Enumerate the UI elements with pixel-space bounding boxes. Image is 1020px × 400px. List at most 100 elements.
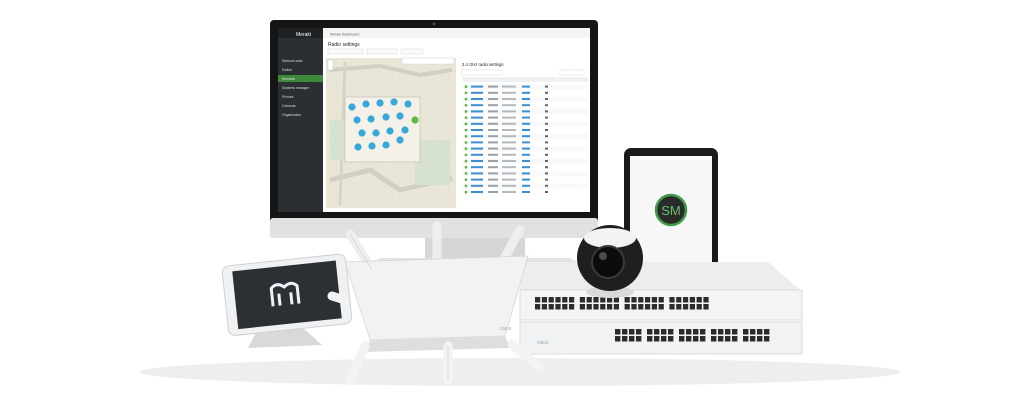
ap-marker[interactable] [368,142,376,150]
ap-marker[interactable] [396,112,404,120]
sidebar-item[interactable]: Phones [282,95,294,99]
filter-select[interactable] [366,48,398,55]
ap-brand: cisco [500,326,512,332]
switch-port [613,297,619,303]
sidebar-item[interactable]: Wireless [282,77,295,81]
sidebar-item[interactable]: Cameras [282,104,296,108]
ap-markers [348,98,419,151]
switch-port [711,329,717,335]
table-row[interactable] [462,146,588,152]
table-row[interactable] [462,170,588,177]
switch-port [711,336,717,342]
switch-port [703,297,709,303]
ap-marker[interactable] [367,115,375,123]
map-button[interactable] [401,57,455,65]
switch-port [615,336,621,342]
ap-marker[interactable] [353,116,361,124]
ap-marker[interactable] [404,100,412,108]
switch-port [555,304,561,310]
ap-marker[interactable] [348,103,356,111]
ap-marker[interactable] [382,113,390,121]
ap-marker[interactable] [362,100,370,108]
table-row[interactable] [462,152,588,158]
table-row[interactable] [462,158,588,164]
switch-port [693,329,699,335]
ap-marker[interactable] [401,126,409,134]
sidebar-item[interactable]: Network-wide [282,59,303,63]
table-row[interactable] [462,108,588,115]
switch-port [548,297,554,303]
ap-marker[interactable] [376,99,384,107]
table-row[interactable] [462,139,588,146]
ap-marker[interactable] [390,98,398,106]
zoom-control[interactable] [327,59,334,71]
switch-port [613,304,619,310]
ap-marker[interactable] [411,116,419,124]
status-icon [464,178,468,182]
table-row[interactable] [462,115,588,121]
monitor: Meraki Meraki Dashboard Network-wideSwit… [270,20,598,238]
mx-icon [269,281,301,307]
filter-select[interactable] [327,48,364,55]
switch-bottom-ports [615,329,770,342]
sidebar-item[interactable]: Organization [282,113,301,117]
ap-marker[interactable] [372,129,380,137]
switch-port [661,336,667,342]
ap-marker[interactable] [354,143,362,151]
switch-port [586,297,592,303]
table-row[interactable] [462,189,588,195]
table-row[interactable] [462,183,588,189]
switch-port [629,336,635,342]
table-row[interactable] [462,121,588,127]
switch-port [676,304,682,310]
switch-port [750,329,756,335]
sm-logo-text: SM [661,203,681,218]
switch-port [645,297,651,303]
table-row[interactable] [462,84,588,90]
switch-port [700,336,706,342]
settings-table: 2.4 GHz radio settings [461,62,588,195]
status-icon [464,91,468,95]
ap-marker[interactable] [386,127,394,135]
switch-port [683,297,689,303]
table-row[interactable] [462,164,588,170]
search-input[interactable] [461,69,503,76]
network-switches: cisco [519,262,803,355]
status-icon [464,172,468,175]
status-icon [464,122,468,126]
status-icon [464,85,468,89]
switch-port [624,297,630,303]
page-title: Radio settings [328,42,360,48]
switch-port [548,304,554,310]
switch-port [696,304,702,310]
table-row[interactable] [462,90,588,96]
switch-port [647,329,653,335]
sidebar-item[interactable]: Systems manager [282,86,310,90]
switch-port [700,329,706,335]
table-row[interactable] [462,102,588,108]
switch-port [562,297,568,303]
status-icon [464,134,468,138]
switch-port [669,297,675,303]
filter-select[interactable] [400,48,424,55]
switch-top-ports [535,297,709,310]
ap-marker[interactable] [382,141,390,149]
ap-marker[interactable] [396,136,404,144]
status-icon [464,147,468,151]
table-row[interactable] [462,177,588,183]
table-row[interactable] [462,127,588,133]
status-icon [464,103,468,107]
switch-port [654,336,660,342]
switch-port [683,304,689,310]
table-row[interactable] [462,133,588,139]
status-icon [464,190,468,194]
edit-button[interactable] [559,69,585,76]
switch-port [718,336,724,342]
table-row[interactable] [462,96,588,102]
switch-port [654,329,660,335]
floor-shadow [140,358,900,386]
sidebar-item[interactable]: Switch [282,68,292,72]
ap-marker[interactable] [358,129,366,137]
switch-port [579,297,585,303]
switch-port [686,329,692,335]
